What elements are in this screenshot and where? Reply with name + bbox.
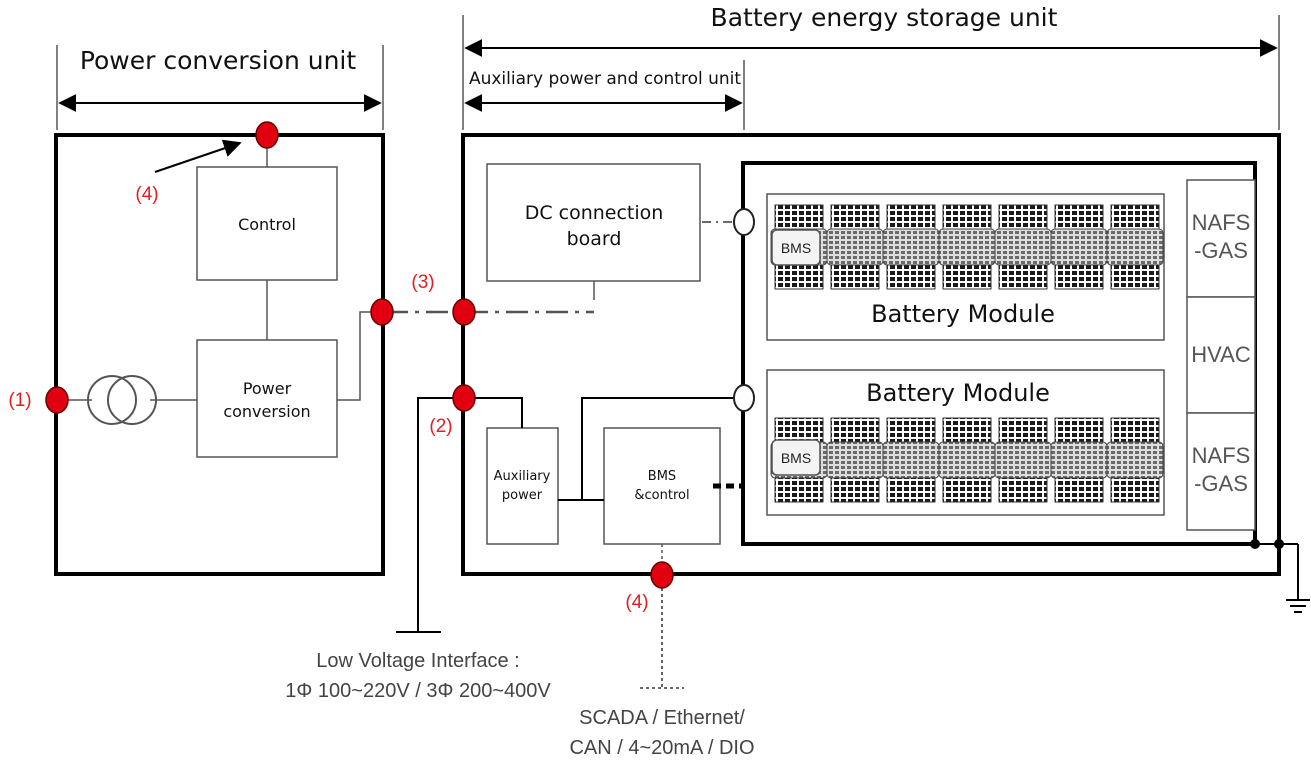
marker-4-pointer bbox=[154, 139, 242, 173]
nafs-gas-bottom-block bbox=[1186, 412, 1256, 531]
bms-tag-top-label: BMS bbox=[781, 240, 811, 256]
ground-icon bbox=[1286, 599, 1310, 613]
bms-control-block bbox=[603, 427, 721, 545]
marker-2-label: (2) bbox=[429, 416, 452, 437]
ground-junction-dot-1 bbox=[1250, 539, 1260, 549]
dc-connection-board-label-line1: DC connection bbox=[525, 202, 664, 224]
power-conversion-label-line2: conversion bbox=[223, 402, 310, 421]
nafs-gas-top-label-line2: -GAS bbox=[1194, 238, 1248, 263]
battery-cell-stack bbox=[938, 204, 996, 290]
power-conversion-unit-frame bbox=[54, 133, 385, 576]
hvac-block bbox=[1186, 296, 1256, 414]
transformer-icon bbox=[87, 375, 157, 425]
bms-tag-bottom-label: BMS bbox=[781, 450, 811, 466]
interface-point-3-right bbox=[452, 298, 476, 326]
nafs-gas-bottom-label-line1: NAFS bbox=[1192, 443, 1251, 468]
ground-junction-dot-2 bbox=[1274, 539, 1284, 549]
communication-interface-line2: CAN / 4~20mA / DIO bbox=[569, 737, 754, 759]
battery-cell-stack bbox=[938, 417, 996, 503]
nafs-gas-top-block bbox=[1186, 179, 1256, 298]
power-conversion-block bbox=[196, 339, 338, 458]
marker-4-bottom-label: (4) bbox=[625, 592, 648, 613]
battery-cell-stack bbox=[994, 204, 1052, 290]
control-block-label: Control bbox=[238, 215, 296, 234]
bms-tag-top bbox=[771, 229, 821, 266]
battery-cell-stack bbox=[882, 204, 940, 290]
battery-cell-stack bbox=[994, 417, 1052, 503]
interface-point-3-left bbox=[370, 298, 394, 326]
interface-point-1 bbox=[45, 386, 69, 414]
hvac-label: HVAC bbox=[1191, 342, 1251, 367]
battery-cell-stack bbox=[1050, 204, 1108, 290]
communication-interface-line1: SCADA / Ethernet/ bbox=[579, 707, 745, 729]
low-voltage-interface-line2: 1Φ 100~220V / 3Φ 200~400V bbox=[285, 680, 551, 702]
power-conversion-label-line1: Power bbox=[243, 379, 292, 398]
nafs-gas-top-label-line1: NAFS bbox=[1192, 210, 1251, 235]
battery-energy-storage-frame bbox=[461, 133, 1281, 576]
auxiliary-power-control-unit-dimension: Auxiliary power and control unit bbox=[464, 60, 745, 130]
auxiliary-power-control-unit-label: Auxiliary power and control unit bbox=[469, 69, 741, 89]
auxiliary-power-label-line1: Auxiliary bbox=[494, 469, 551, 484]
power-conversion-unit-label: Power conversion unit bbox=[80, 46, 357, 75]
low-voltage-interface-line1: Low Voltage Interface : bbox=[316, 650, 519, 672]
battery-cell-stack bbox=[1050, 417, 1108, 503]
bms-control-label-line2: &control bbox=[634, 488, 689, 503]
interface-point-2 bbox=[452, 384, 476, 412]
battery-cell-stack bbox=[826, 417, 884, 503]
marker-1-label: (1) bbox=[8, 390, 31, 411]
nafs-gas-bottom-label-line2: -GAS bbox=[1194, 471, 1248, 496]
marker-4-top-label: (4) bbox=[135, 184, 158, 205]
battery-cell-stack bbox=[1106, 204, 1164, 290]
open-connector-bottom bbox=[733, 384, 755, 412]
interface-point-4-top bbox=[255, 121, 279, 149]
dc-connection-board-label-line2: board bbox=[567, 228, 622, 250]
auxiliary-power-block bbox=[486, 427, 559, 545]
battery-cell-stack bbox=[826, 204, 884, 290]
battery-cell-stack bbox=[882, 417, 940, 503]
bms-tag-bottom bbox=[771, 439, 821, 476]
dc-connection-board-block bbox=[486, 163, 701, 282]
auxiliary-power-label-line2: power bbox=[502, 488, 543, 503]
power-conversion-unit-dimension: Power conversion unit bbox=[56, 45, 384, 130]
battery-cells-bottom bbox=[770, 417, 1164, 503]
battery-module-bottom-label: Battery Module bbox=[866, 379, 1050, 407]
bms-control-label-line1: BMS bbox=[648, 469, 676, 484]
battery-energy-storage-unit-label: Battery energy storage unit bbox=[711, 3, 1058, 32]
marker-3-label: (3) bbox=[411, 272, 434, 293]
open-connector-top bbox=[733, 208, 755, 236]
interface-point-4-bottom bbox=[650, 561, 674, 589]
battery-cell-stack bbox=[1106, 417, 1164, 503]
battery-energy-storage-unit-dimension: Battery energy storage unit bbox=[462, 3, 1280, 130]
battery-module-top-label: Battery Module bbox=[871, 300, 1055, 328]
